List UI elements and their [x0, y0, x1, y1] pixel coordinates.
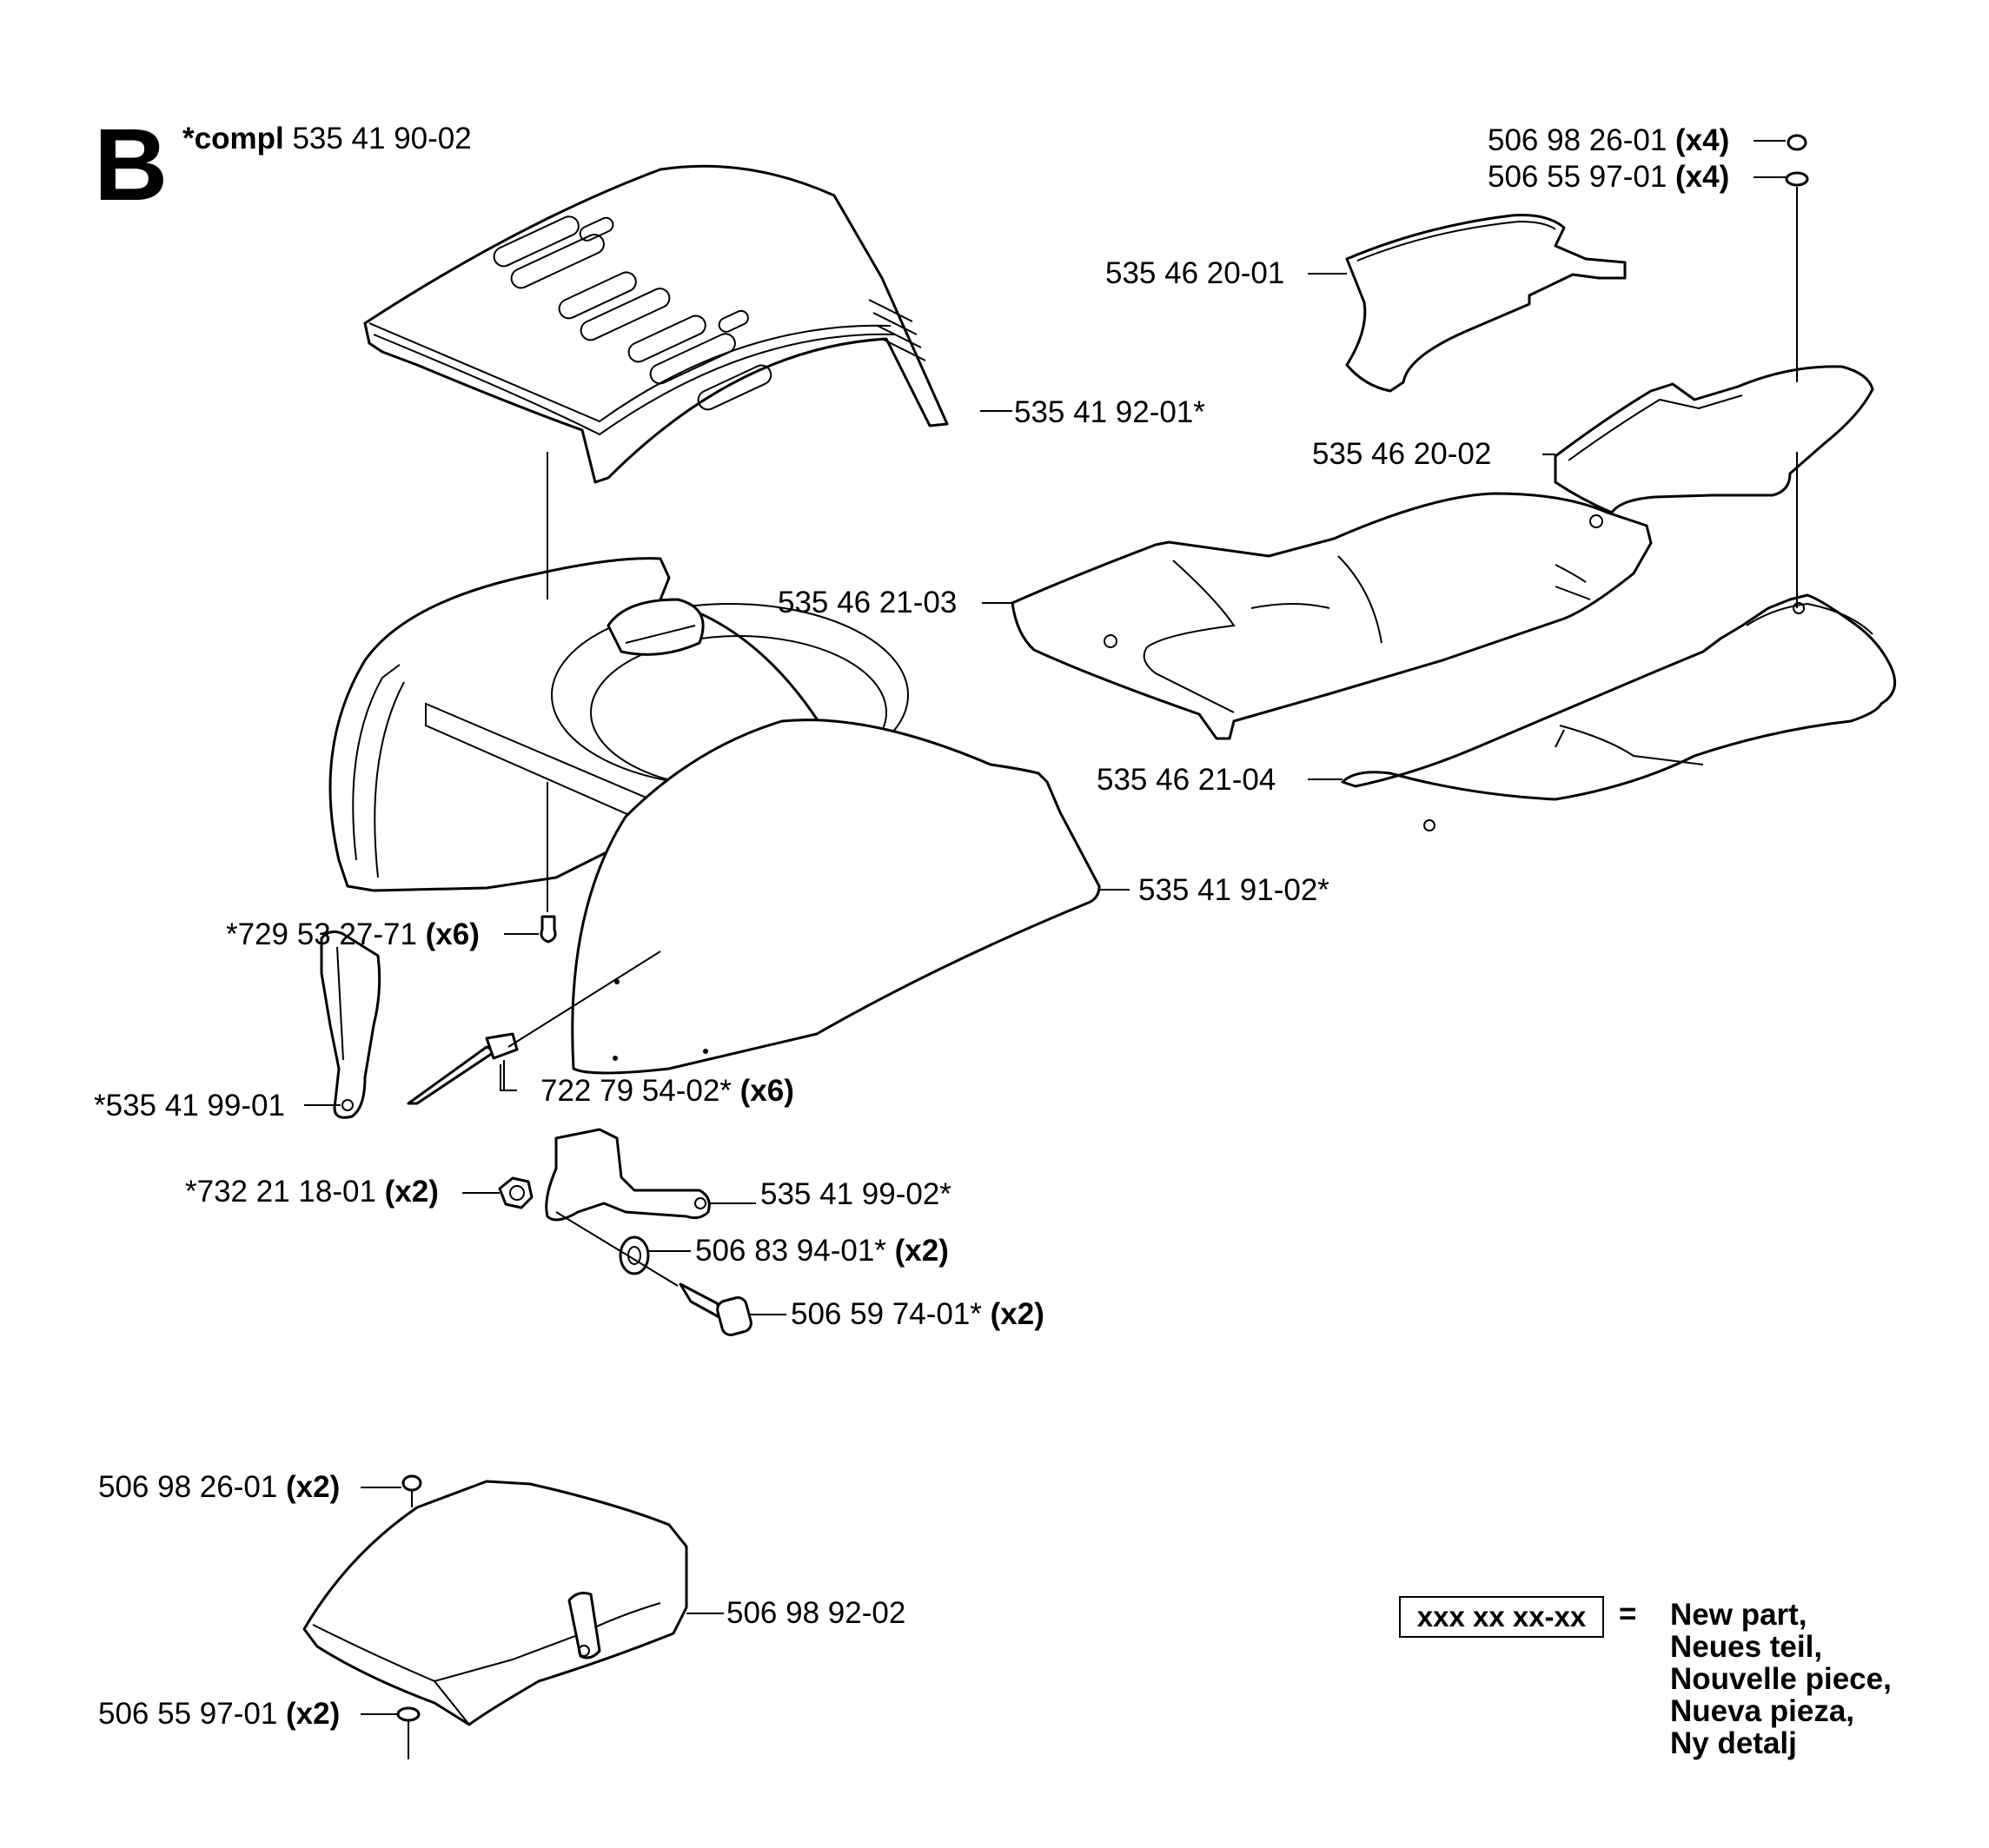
callout-535-41-92-01: 535 41 92-01*: [1014, 395, 1205, 430]
small-screw-2: [401, 1474, 422, 1492]
part-number: 535 46 21-04: [1097, 763, 1276, 797]
hood-top-cover: [363, 164, 949, 484]
callout-506-55-97-01-x2: 506 55 97-01 (x2): [98, 1697, 340, 1732]
part-qty: (x4): [1675, 123, 1730, 157]
bolt: [679, 1282, 753, 1336]
mat-535-46-21-03: [1011, 492, 1653, 740]
part-qty: (x2): [286, 1697, 341, 1731]
part-qty: (x2): [990, 1297, 1044, 1331]
legend-part-number-box: xxx xx xx-xx: [1399, 1596, 1604, 1638]
part-number: 535 46 20-02: [1312, 437, 1492, 471]
compl-keyword: *compl: [182, 122, 284, 156]
legend-line: New part,: [1670, 1598, 1807, 1632]
part-number: 506 83 94-01*: [695, 1234, 886, 1268]
section-letter: B: [94, 108, 169, 222]
mat-535-46-21-04: [1341, 593, 1897, 831]
part-number: 535 46 21-03: [778, 586, 958, 619]
leader-lines: [304, 140, 1798, 1759]
callout-729-53-27-71: *729 53 27-71 (x6): [226, 917, 480, 952]
callout-535-41-99-01: *535 41 99-01: [94, 1089, 285, 1123]
part-number: 722 79 54-02*: [540, 1074, 732, 1108]
mat-535-46-20-02: [1554, 365, 1874, 514]
callout-535-46-20-01: 535 46 20-01: [1105, 256, 1284, 291]
part-number: 535 41 91-02*: [1138, 873, 1329, 907]
part-qty: (x6): [425, 917, 480, 951]
part-number: *729 53 27-71: [226, 917, 417, 951]
small-washer-2: [396, 1706, 421, 1722]
part-number: 506 55 97-01: [1488, 160, 1667, 194]
part-number: 506 98 26-01: [1488, 123, 1667, 157]
part-number: *535 41 99-01: [94, 1089, 285, 1123]
complete-assembly-label: *compl 535 41 90-02: [182, 122, 472, 156]
rivet-pin: [407, 1032, 519, 1105]
callout-506-59-74-01: 506 59 74-01* (x2): [791, 1297, 1044, 1332]
top-screw: [1785, 134, 1809, 187]
callout-506-98-26-01-x2: 506 98 26-01 (x2): [98, 1470, 340, 1505]
part-number: 535 41 99-02*: [760, 1177, 951, 1211]
callout-506-98-92-02: 506 98 92-02: [726, 1596, 905, 1631]
callout-535-46-21-04: 535 46 21-04: [1097, 763, 1276, 798]
part-number: 506 59 74-01*: [791, 1297, 982, 1331]
part-qty: (x4): [1675, 160, 1730, 194]
hood-body: [328, 557, 1101, 1075]
callout-535-46-21-03: 535 46 21-03: [778, 586, 957, 620]
callout-722-79-54-02: 722 79 54-02* (x6): [540, 1074, 794, 1109]
compl-number: 535 41 90-02: [292, 122, 472, 156]
callout-732-21-18-01: *732 21 18-01 (x2): [185, 1175, 439, 1209]
small-screw: [540, 915, 557, 944]
mat-535-46-20-01: [1345, 214, 1627, 393]
part-number: 506 55 97-01: [98, 1697, 278, 1731]
callout-535-46-20-02: 535 46 20-02: [1312, 437, 1491, 472]
legend-line: Nueva pieza,: [1670, 1694, 1855, 1728]
part-number: *732 21 18-01: [185, 1175, 376, 1209]
part-qty: (x6): [739, 1074, 794, 1108]
legend-line: Neues teil,: [1670, 1630, 1823, 1664]
small-cover: [302, 1480, 688, 1726]
part-number: 535 41 92-01*: [1014, 395, 1205, 429]
part-qty: (x2): [286, 1470, 341, 1504]
callout-506-83-94-01: 506 83 94-01* (x2): [695, 1234, 949, 1268]
nut: [498, 1176, 534, 1209]
callout-535-41-91-02: 535 41 91-02*: [1138, 873, 1329, 908]
legend-line: Nouvelle piece,: [1670, 1662, 1892, 1696]
washer: [619, 1235, 650, 1275]
legend-new-part-text: New part, Neues teil, Nouvelle piece, Nu…: [1670, 1599, 1892, 1759]
legend-line: Ny detalj: [1670, 1726, 1797, 1760]
part-qty: (x2): [894, 1234, 949, 1268]
part-number: 535 46 20-01: [1105, 256, 1285, 290]
part-qty: (x2): [384, 1175, 439, 1209]
callout-506-55-97-01-x4: 506 55 97-01 (x4): [1488, 160, 1729, 195]
part-number: 506 98 26-01: [98, 1470, 278, 1504]
bracket-right: [545, 1128, 711, 1222]
bracket-left: [320, 930, 381, 1119]
legend-equals: =: [1619, 1597, 1637, 1631]
part-number: 506 98 92-02: [726, 1596, 906, 1630]
callout-506-98-26-01-x4: 506 98 26-01 (x4): [1488, 123, 1729, 158]
callout-535-41-99-02: 535 41 99-02*: [760, 1177, 951, 1212]
